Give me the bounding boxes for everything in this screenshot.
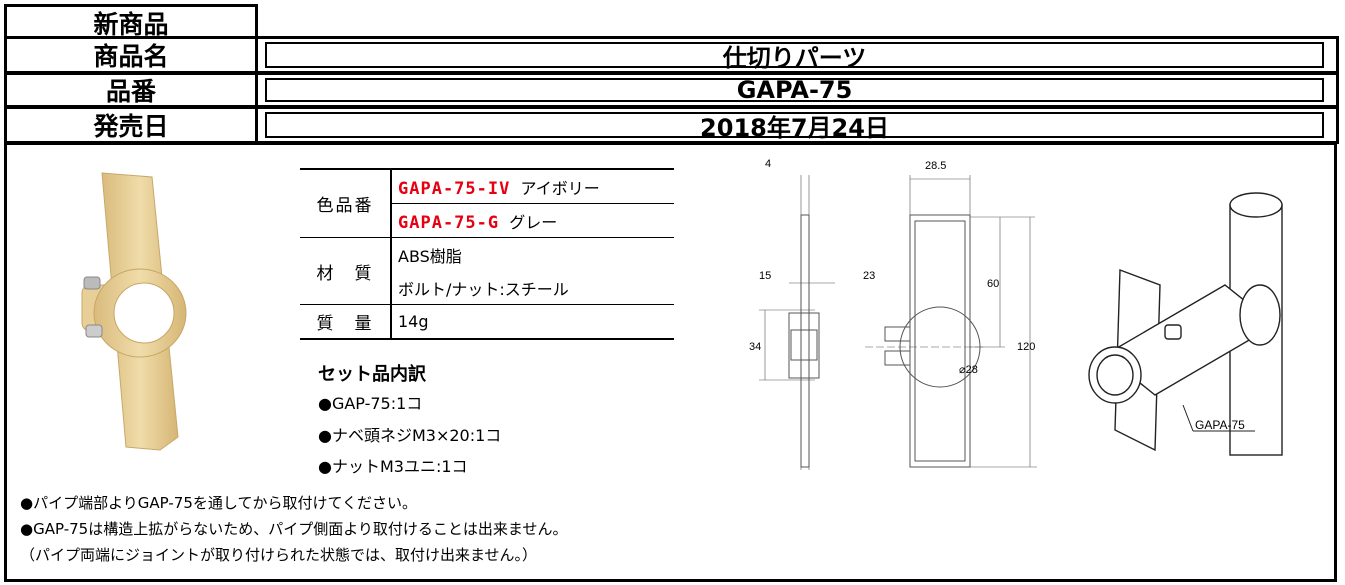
product-code-label: 品番 [4,72,258,108]
release-date-label: 発売日 [4,106,258,144]
note-line: ●パイプ端部よりGAP-75を通してから取付けてください。 [20,494,417,512]
note-line: ●GAP-75は構造上拡がらないため、パイプ側面より取付けることは出来ません。 [20,520,568,538]
set-item: ●ナベ頭ネジM3×20:1コ [318,426,502,445]
dim-15: 15 [759,270,771,282]
color-name-ivory: アイボリー [520,178,600,198]
content-panel [4,142,1337,582]
color-name-gray: グレー [509,212,558,232]
material-abs: ABS樹脂 [390,237,674,271]
weight-label: 質 量 [300,304,391,340]
product-name-label: 商品名 [4,36,258,74]
set-item: ●ナットM3ユニ:1コ [318,457,468,476]
dim-60: 60 [987,278,999,290]
dim-34: 34 [749,341,761,353]
color-row-gray: GAPA-75-G グレー [390,203,674,238]
dim-4: 4 [765,158,771,170]
part-callout-label: GAPA-75 [1195,418,1245,432]
product-code-value: GAPA-75 [265,76,1324,104]
dim-23: 23 [863,270,875,282]
assembly-illustration: GAPA-75 [1088,192,1283,456]
material-label: 材 質 [300,237,391,305]
dim-120: 120 [1017,341,1035,353]
spec-table: 色品番 GAPA-75-IV アイボリー GAPA-75-G グレー 材 質 A… [300,168,674,340]
note-line: （パイプ両端にジョイントが取り付けられた状態では、取付け出来ません。） [20,546,538,564]
color-row-ivory: GAPA-75-IV アイボリー [390,168,674,204]
color-code-gray: GAPA-75-G [398,212,500,233]
product-photo [81,172,187,451]
weight-value: 14g [390,304,674,340]
technical-drawing: 4 15 34 28.5 23 60 120 ⌀28 [749,158,1037,470]
set-contents-title: セット品内訳 [318,364,426,385]
color-code-ivory: GAPA-75-IV [398,178,511,199]
color-code-label: 色品番 [300,168,391,238]
product-name-value: 仕切りパーツ [265,42,1324,72]
release-date-value: 2018年7月24日 [265,112,1324,142]
set-item: ●GAP-75:1コ [318,394,423,413]
material-bolt: ボルト/ナット:スチール [390,271,674,305]
new-product-label: 新商品 [4,4,258,39]
dim-phi28: ⌀28 [959,364,978,376]
dim-28-5: 28.5 [925,160,946,172]
